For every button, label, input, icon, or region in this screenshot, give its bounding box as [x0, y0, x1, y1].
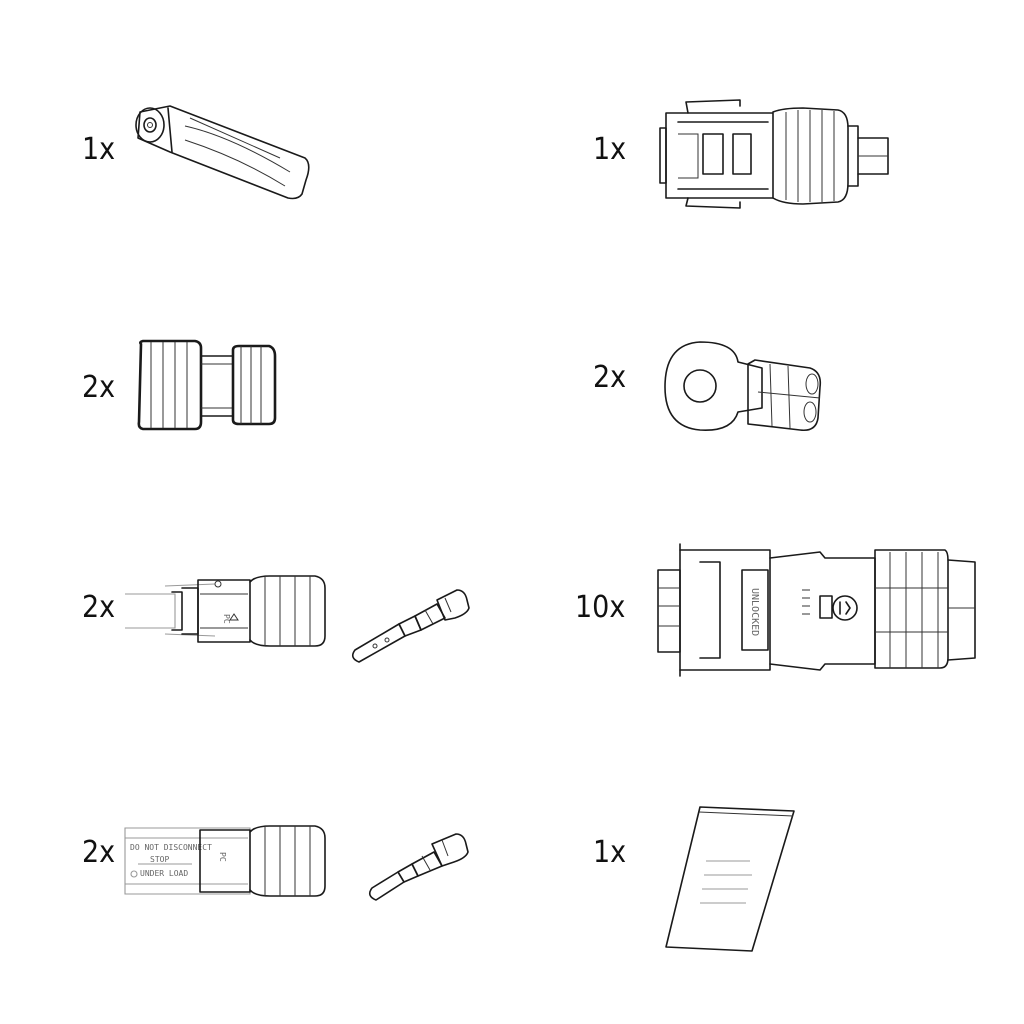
svg-text:PC: PC [218, 852, 227, 862]
quantity-label-tool: 1x [82, 132, 116, 167]
plug-warning-line1: DO NOT DISCONNECT [130, 843, 212, 852]
quantity-label-document: 1x [593, 835, 627, 870]
ac-connector-illustration [658, 98, 898, 213]
quantity-label-ac-connector: 1x [593, 132, 627, 167]
quantity-label-cable-gland: 2x [82, 370, 116, 405]
plug-warning-line2: STOP [150, 855, 169, 864]
quantity-label-pv-connector-male: 2x [82, 590, 116, 625]
pv-connector-male-illustration: PC [120, 572, 335, 652]
cable-gland-illustration [135, 338, 285, 433]
quantity-label-large-connector: 10x [575, 590, 626, 625]
plug-warning-line3: UNDER LOAD [140, 869, 188, 878]
large-connector-illustration: UNLOCKED [650, 540, 985, 680]
document-illustration [662, 803, 802, 958]
ring-terminal-illustration [660, 332, 830, 442]
unlocking-tool-illustration [130, 100, 315, 205]
pv-connector-female-illustration: DO NOT DISCONNECT STOP UNDER LOAD PC [120, 822, 335, 902]
pv-contact-pin-female-illustration [360, 826, 475, 906]
pv-contact-pin-male-illustration [345, 580, 475, 670]
svg-text:PC: PC [222, 614, 231, 624]
connector-label-text: UNLOCKED [749, 588, 760, 636]
quantity-label-ring-terminal: 2x [593, 360, 627, 395]
quantity-label-pv-connector-female: 2x [82, 835, 116, 870]
